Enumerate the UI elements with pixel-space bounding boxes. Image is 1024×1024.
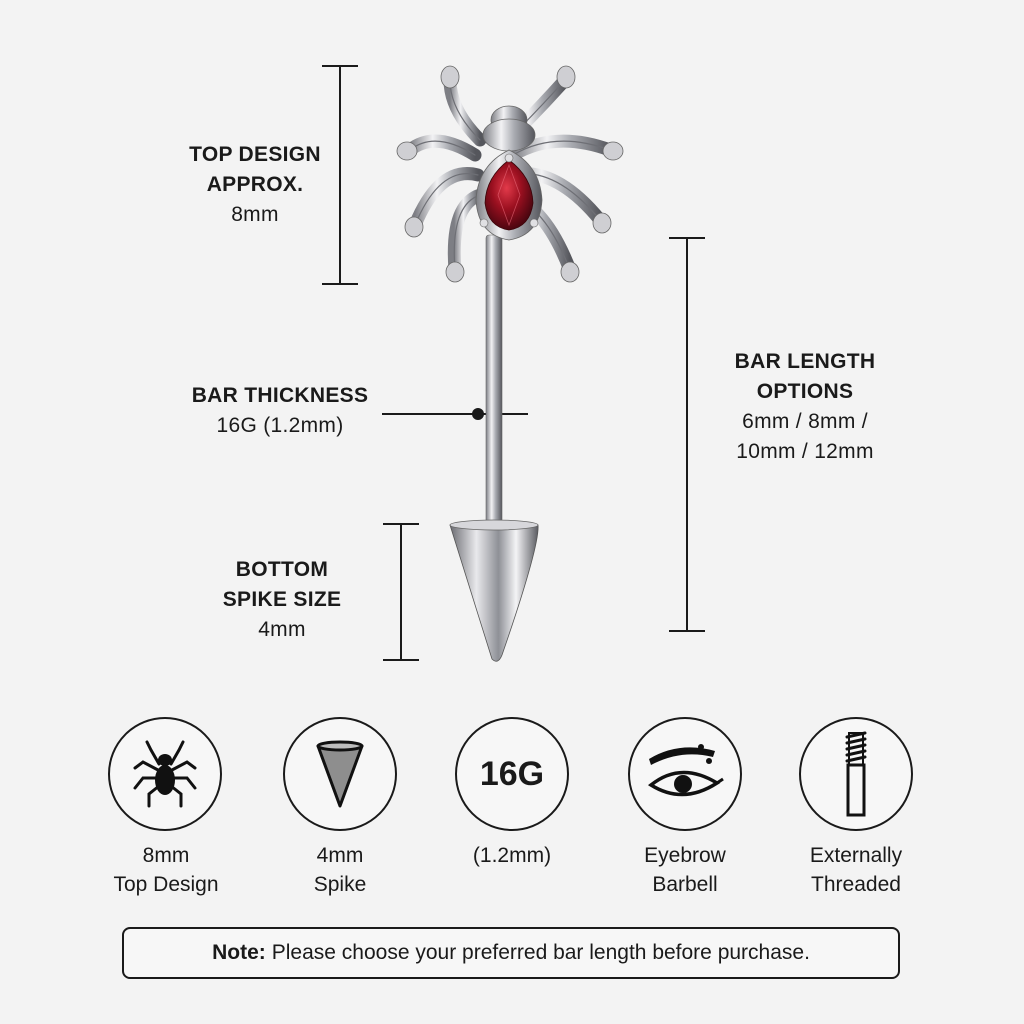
feature-spike-line1: 4mm xyxy=(316,844,364,867)
bar-length-value1: 6mm / 8mm / xyxy=(742,410,868,433)
bar-thickness-pointer xyxy=(382,413,528,415)
feature-eyebrow-badge xyxy=(628,717,742,831)
bar-thickness-value: 16G (1.2mm) xyxy=(216,414,344,437)
top-design-bracket-line xyxy=(339,65,341,285)
feature-threaded-badge xyxy=(799,717,913,831)
feature-top-design-caption: 8mm Top Design xyxy=(86,841,246,899)
top-design-line1: TOP DESIGN xyxy=(189,143,321,166)
feature-threaded-caption: Externally Threaded xyxy=(776,841,936,899)
spider-icon xyxy=(133,740,197,808)
top-design-line2: APPROX. xyxy=(206,173,304,196)
feature-top-design-badge xyxy=(108,717,222,831)
feature-eyebrow-line1: Eyebrow xyxy=(644,844,726,867)
feature-top-design-line2: Top Design xyxy=(113,873,219,896)
gauge-16g-icon: 16G xyxy=(479,754,545,793)
bar-thickness-label: BAR THICKNESS 16G (1.2mm) xyxy=(180,381,380,441)
bottom-spike-value: 4mm xyxy=(258,618,306,641)
note-text: Please choose your preferred bar length … xyxy=(271,941,810,964)
feature-gauge-caption: (1.2mm) xyxy=(432,841,592,870)
spider-barbell-product-image xyxy=(396,65,624,662)
bottom-spike-label: BOTTOM SPIKE SIZE 4mm xyxy=(192,555,372,645)
bottom-spike-line2: SPIKE SIZE xyxy=(222,588,342,611)
note-prefix: Note: xyxy=(212,941,266,964)
feature-eyebrow-line2: Barbell xyxy=(652,873,718,896)
feature-gauge-badge: 16G xyxy=(455,717,569,831)
cone-spike-icon xyxy=(316,740,364,808)
bar-thickness-line1: BAR THICKNESS xyxy=(191,384,369,407)
feature-spike-line2: Spike xyxy=(313,873,367,896)
spike-bracket-bottom xyxy=(383,659,419,661)
top-design-label: TOP DESIGN APPROX. 8mm xyxy=(160,140,350,230)
purchase-note: Note: Please choose your preferred bar l… xyxy=(122,927,900,979)
bar-length-line2: OPTIONS xyxy=(756,380,854,403)
spike-bracket-line xyxy=(400,523,402,661)
bar-length-label: BAR LENGTH OPTIONS 6mm / 8mm / 10mm / 12… xyxy=(710,347,900,467)
feature-gauge-line1: (1.2mm) xyxy=(472,844,552,867)
feature-eyebrow-caption: Eyebrow Barbell xyxy=(605,841,765,899)
eyebrow-eye-icon xyxy=(647,744,724,797)
bar-length-bracket-line xyxy=(686,237,688,632)
bar-length-bracket-bottom xyxy=(669,630,705,632)
bottom-spike-line1: BOTTOM xyxy=(235,558,329,581)
feature-spike-caption: 4mm Spike xyxy=(260,841,420,899)
feature-spike-badge xyxy=(283,717,397,831)
bar-length-line1: BAR LENGTH xyxy=(734,350,876,373)
feature-top-design-line1: 8mm xyxy=(142,844,190,867)
bar-length-value2: 10mm / 12mm xyxy=(736,440,874,463)
bar-thickness-pointer-dot xyxy=(472,408,484,420)
feature-threaded-line2: Threaded xyxy=(811,873,901,896)
top-design-bracket-bottom xyxy=(322,283,358,285)
threaded-bar-icon xyxy=(845,731,867,817)
feature-threaded-line1: Externally xyxy=(809,844,903,867)
top-design-value: 8mm xyxy=(231,203,279,226)
